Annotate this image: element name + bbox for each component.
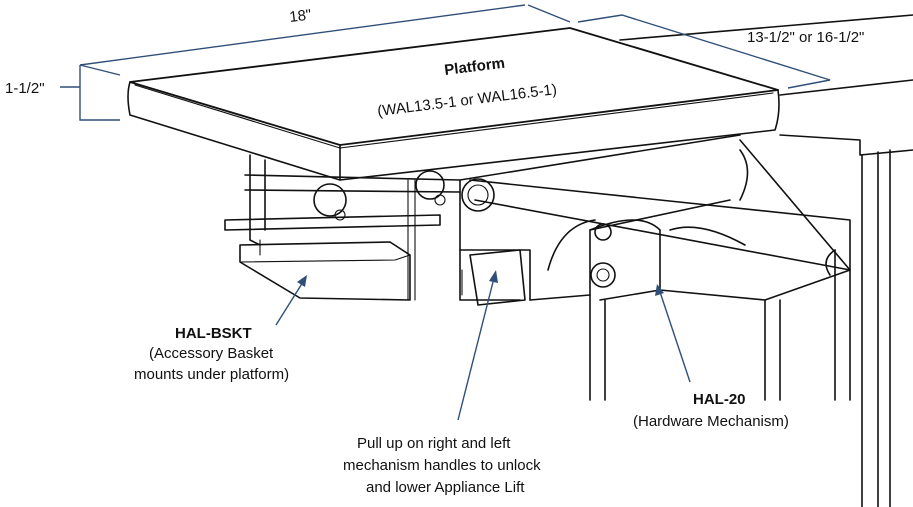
- cabinet-drawing: [589, 14, 913, 507]
- instruction-line-1: Pull up on right and left: [357, 435, 511, 452]
- mechanism-title: HAL-20: [693, 391, 746, 408]
- thickness-dimension-label: 1-1/2": [5, 80, 45, 97]
- width-dimension-label: 18": [288, 6, 312, 26]
- mechanism-line-1: (Hardware Mechanism): [633, 413, 789, 430]
- dimension-lines: [60, 4, 831, 121]
- mechanism-drawing: [244, 134, 851, 306]
- basket-title: HAL-BSKT: [175, 325, 252, 342]
- instruction-line-3: and lower Appliance Lift: [366, 479, 525, 496]
- basket-drawing: [224, 179, 441, 301]
- basket-line-2: mounts under platform): [134, 366, 289, 383]
- depth-dimension-label: 13-1/2" or 16-1/2": [747, 29, 864, 46]
- platform-board: [127, 27, 780, 181]
- leader-arrows: [275, 270, 691, 421]
- instruction-line-2: mechanism handles to unlock: [343, 457, 541, 474]
- basket-line-1: (Accessory Basket: [149, 345, 274, 362]
